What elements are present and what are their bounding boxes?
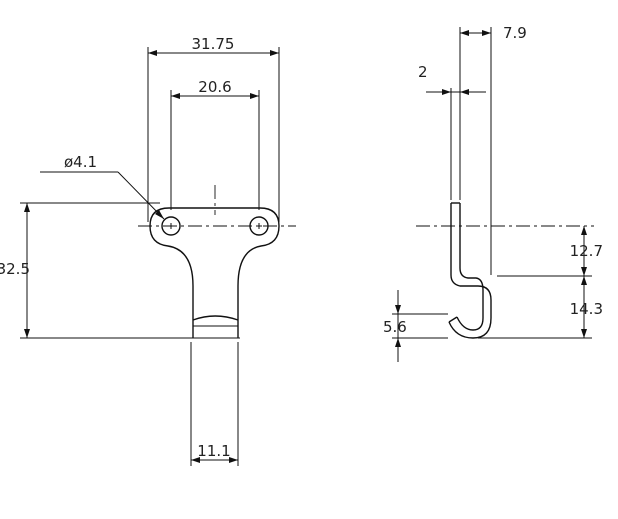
dim-lower: 14.3 (570, 300, 603, 318)
dim-overall-width: 31.75 (192, 35, 235, 53)
dim-lip: 5.6 (383, 318, 407, 336)
dim-hole-diameter: ø4.1 (64, 153, 97, 171)
mounting-hole-left (161, 216, 181, 236)
dim-height: 32.5 (0, 260, 30, 278)
dim-hole-spacing: 20.6 (198, 78, 231, 96)
dim-thickness: 2 (418, 63, 428, 81)
dim-stem-width: 11.1 (197, 442, 230, 460)
hook-outline (448, 203, 492, 339)
front-view: 31.75 20.6 ø4.1 32.5 (0, 35, 296, 466)
side-view: 7.9 2 12.7 14.3 5.6 (383, 24, 603, 362)
dim-hook-depth: 7.9 (503, 24, 527, 42)
dim-upper: 12.7 (570, 242, 603, 260)
bend-line (192, 315, 239, 321)
bracket-outline (149, 207, 280, 338)
